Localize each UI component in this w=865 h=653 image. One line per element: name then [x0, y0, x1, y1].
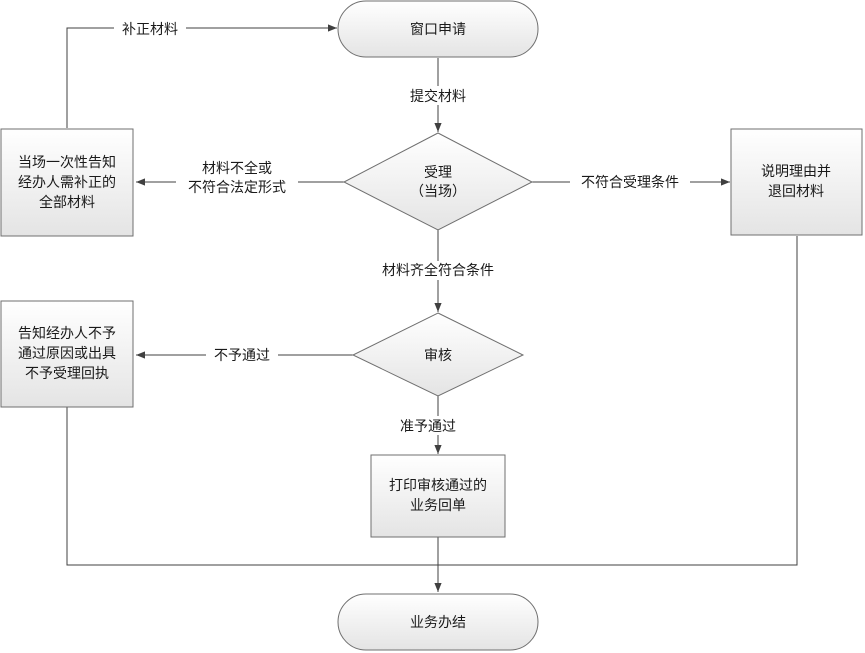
edge-label-supplement: 补正材料 [114, 19, 186, 38]
review-decision[interactable]: 审核 [351, 312, 525, 397]
svg-text:提交材料: 提交材料 [410, 88, 466, 105]
start-node[interactable]: 窗口申请 [337, 0, 539, 58]
svg-text:全部材料: 全部材料 [39, 194, 95, 211]
svg-text:不符合法定形式: 不符合法定形式 [188, 180, 286, 196]
svg-text:通过原因或出具: 通过原因或出具 [18, 346, 116, 362]
svg-text:业务办结: 业务办结 [410, 615, 466, 631]
edge-label-not-pass: 不予通过 [206, 346, 278, 365]
notify-reject-node[interactable]: 告知经办人不予 通过原因或出具 不予受理回执 [0, 300, 134, 408]
edge-label-complete: 材料齐全符合条件 [370, 261, 506, 280]
edge-label-incomplete: 材料不全或 不符合法定形式 [176, 159, 298, 199]
svg-text:不予受理回执: 不予受理回执 [25, 366, 109, 382]
svg-text:退回材料: 退回材料 [768, 184, 824, 200]
connector-explain-return-to-end [438, 236, 798, 566]
explain-return-node[interactable]: 说明理由并 退回材料 [730, 128, 863, 236]
svg-text:经办人需补正的: 经办人需补正的 [18, 175, 116, 191]
svg-text:当场一次性告知: 当场一次性告知 [18, 154, 116, 171]
edge-label-not-eligible: 不符合受理条件 [570, 173, 690, 192]
svg-text:材料齐全符合条件: 材料齐全符合条件 [382, 262, 494, 279]
svg-text:受理: 受理 [424, 165, 452, 181]
svg-text:窗口申请: 窗口申请 [410, 21, 466, 38]
svg-text:（当场）: （当场） [410, 184, 466, 200]
print-receipt-node[interactable]: 打印审核通过的 业务回单 [370, 454, 506, 538]
end-node[interactable]: 业务办结 [337, 593, 539, 651]
edge-label-pass: 准予通过 [390, 416, 466, 435]
svg-text:准予通过: 准予通过 [400, 419, 456, 435]
notify-supplement-node[interactable]: 当场一次性告知 经办人需补正的 全部材料 [0, 128, 134, 237]
edge-label-submit: 提交材料 [400, 86, 476, 105]
svg-text:告知经办人不予: 告知经办人不予 [18, 325, 116, 342]
svg-text:打印审核通过的: 打印审核通过的 [389, 477, 487, 494]
connector-supplement-loop [66, 24, 337, 128]
accept-decision[interactable]: 受理 （当场） [342, 132, 534, 231]
svg-text:材料不全或: 材料不全或 [202, 160, 272, 177]
svg-text:补正材料: 补正材料 [122, 22, 178, 38]
connector-notify-reject-to-end [66, 407, 438, 566]
svg-text:审核: 审核 [424, 348, 452, 364]
svg-text:不符合受理条件: 不符合受理条件 [581, 174, 679, 191]
svg-text:业务回单: 业务回单 [410, 498, 466, 514]
svg-text:说明理由并: 说明理由并 [761, 164, 831, 180]
svg-text:不予通过: 不予通过 [214, 348, 270, 364]
